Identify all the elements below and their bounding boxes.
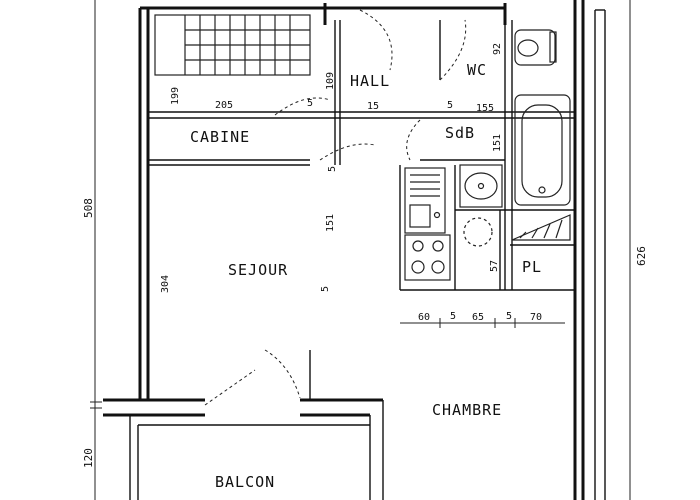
balcony-door [204, 369, 256, 406]
dim-label-151-mid: 151 [325, 214, 336, 232]
bathtub-icon [514, 94, 571, 206]
room-label-hall: HALL [350, 72, 390, 90]
kitchen-sink-icon [404, 167, 446, 234]
dim-label-205: 205 [215, 100, 233, 111]
dim-label-199: 199 [170, 87, 181, 105]
hall-entry-door [359, 9, 393, 71]
dim-label-508: 508 [82, 198, 95, 218]
chambre-door [264, 349, 301, 399]
doors [204, 9, 467, 406]
stove-icon [404, 234, 451, 281]
dimension-lines [90, 0, 631, 500]
shelf-icon [511, 214, 571, 241]
dim-label-65: 65 [472, 312, 484, 323]
dim-label-151-right: 151 [492, 134, 503, 152]
dim-label-60: 60 [418, 312, 430, 323]
room-label-chambre: CHAMBRE [432, 401, 502, 419]
wc-door [439, 19, 467, 81]
cabine-door [274, 97, 331, 116]
interior-walls [148, 20, 575, 400]
dim-label-109: 109 [325, 72, 336, 90]
fixtures [154, 14, 571, 281]
outer-walls [103, 0, 585, 500]
balcony-outline [129, 400, 384, 500]
dim-label-304: 304 [160, 275, 171, 293]
sink-icon [459, 164, 503, 208]
dim-label-626: 626 [635, 246, 648, 266]
staircase-icon [154, 14, 311, 76]
room-label-cabine: CABINE [190, 128, 250, 146]
room-label-sejour: SEJOUR [228, 261, 288, 279]
dim-label-5-a: 5 [450, 311, 456, 322]
dim-label-5-left: 5 [327, 166, 338, 172]
dim-label-15: 15 [367, 101, 379, 112]
dim-label-120: 120 [82, 448, 95, 468]
dim-label-5-mid: 5 [320, 286, 331, 292]
dim-label-155: 155 [476, 103, 494, 114]
toilet-icon [514, 29, 557, 66]
service-shaft [594, 9, 606, 500]
dim-label-57: 57 [489, 260, 500, 272]
sejour-door [319, 143, 376, 161]
dim-label-5-hall: 5 [307, 98, 313, 109]
room-label-pl: PL [522, 258, 542, 276]
dim-label-70: 70 [530, 312, 542, 323]
room-label-wc: WC [467, 61, 487, 79]
room-label-sdb: SdB [445, 124, 475, 142]
dim-label-5-b: 5 [506, 311, 512, 322]
boiler-icon [463, 217, 493, 247]
dim-label-5-sdb: 5 [447, 100, 453, 111]
sdb-door [406, 119, 421, 161]
room-label-balcon: BALCON [215, 473, 275, 491]
dim-label-92: 92 [492, 43, 503, 55]
